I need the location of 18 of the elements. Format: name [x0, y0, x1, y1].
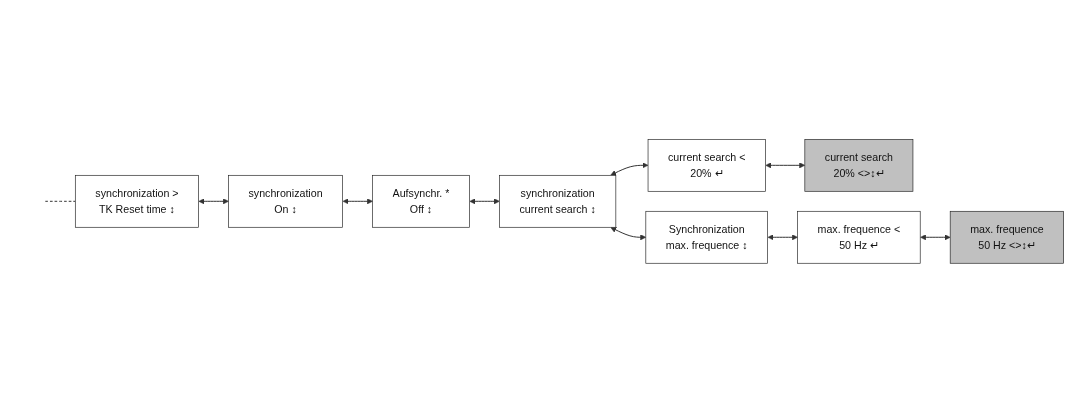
connector	[44, 201, 76, 202]
arrow	[610, 162, 649, 176]
arrow	[342, 198, 373, 205]
arrow	[765, 162, 806, 169]
node-box: synchronization current search ↕	[499, 175, 617, 228]
arrow	[198, 198, 229, 205]
node-box: current search 20% <>↕↵	[804, 139, 914, 192]
arrow	[469, 198, 500, 205]
node-box: max. frequence < 50 Hz ↵	[797, 211, 921, 264]
arrow	[767, 234, 798, 241]
arrow	[610, 227, 647, 241]
node-box: Aufsynchr. * Off ↕	[372, 175, 470, 228]
node-box: synchronization On ↕	[228, 175, 343, 228]
node-box: synchronization > TK Reset time ↕	[74, 175, 199, 228]
node-box: current search < 20% ↵	[647, 139, 766, 192]
node-box: max. frequence 50 Hz <>↕↵	[949, 211, 1064, 264]
node-box: Synchronization max. frequence ↕	[645, 211, 768, 264]
arrow	[920, 234, 951, 241]
